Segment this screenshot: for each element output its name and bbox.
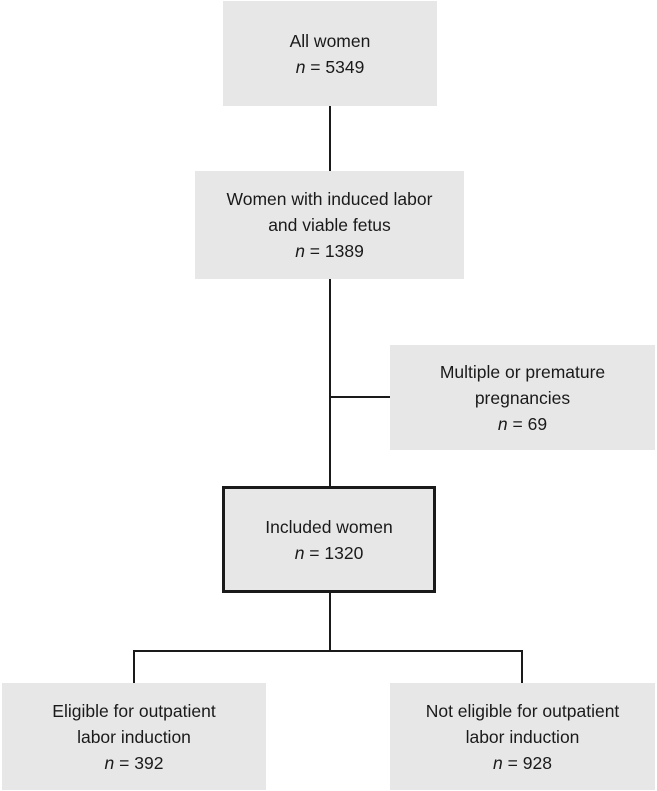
n-symbol: n <box>104 752 115 773</box>
count-value: = 928 <box>502 752 552 773</box>
induced-labor-box: Women with induced labor and viable fetu… <box>195 171 464 279</box>
included-women-box: Included women n = 1320 <box>222 486 436 593</box>
included-label: Included women <box>265 516 393 537</box>
not-eligible-box: Not eligible for outpatient labor induct… <box>390 683 655 790</box>
eligible-label-line1: Eligible for outpatient <box>52 700 216 721</box>
induced-label-line2: and viable fetus <box>268 215 391 235</box>
excluded-box: Multiple or premature pregnancies n = 69 <box>390 345 655 450</box>
excluded-label-line2: pregnancies <box>474 387 571 408</box>
n-symbol: n <box>497 413 508 434</box>
all-women-box: All women n = 5349 <box>223 1 437 106</box>
eligible-count: n = 392 <box>105 750 164 776</box>
excluded-label-line1: Multiple or premature <box>439 361 606 382</box>
not-eligible-label-line1: Not eligible for outpatient <box>425 700 620 721</box>
n-symbol: n <box>295 241 305 261</box>
induced-label-line1: Women with induced labor <box>226 189 433 209</box>
eligible-label-line2: labor induction <box>77 726 191 747</box>
all-women-label: All women <box>289 30 371 51</box>
n-symbol: n <box>295 56 306 77</box>
count-value: = 1389 <box>304 241 364 261</box>
count-value: = 69 <box>507 413 548 434</box>
induced-count: n = 1389 <box>295 238 364 264</box>
excluded-count: n = 69 <box>498 411 547 437</box>
included-count: n = 1320 <box>295 540 364 566</box>
count-value: = 1320 <box>304 542 364 563</box>
not-eligible-count: n = 928 <box>493 750 552 776</box>
count-value: = 5349 <box>305 56 365 77</box>
not-eligible-label-line2: labor induction <box>465 726 580 747</box>
n-symbol: n <box>493 752 503 773</box>
eligible-box: Eligible for outpatient labor induction … <box>2 683 266 790</box>
count-value: = 392 <box>114 752 164 773</box>
all-women-count: n = 5349 <box>296 54 365 80</box>
n-symbol: n <box>294 542 305 563</box>
